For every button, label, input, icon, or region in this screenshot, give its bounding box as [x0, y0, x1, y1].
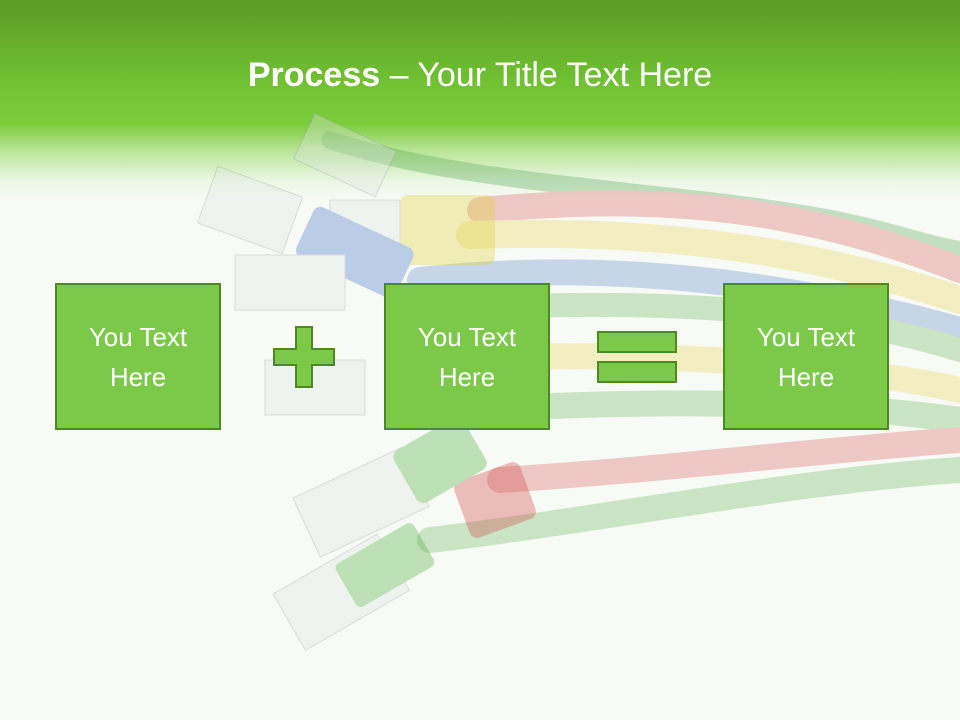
title-dash: –: [380, 56, 418, 94]
header-band: [0, 0, 960, 200]
text-box-3[interactable]: You Text Here: [723, 283, 889, 430]
plus-icon: [273, 326, 335, 388]
text-box-3-line1: You Text: [756, 321, 856, 352]
equals-icon: [597, 331, 677, 383]
title-bold: Process: [247, 56, 381, 94]
text-box-1-line1: You Text: [88, 321, 188, 352]
text-box-2-line1: You Text: [417, 321, 517, 352]
text-box-1-line2: Here: [109, 361, 167, 392]
text-box-1-label: You Text Here: [73, 317, 203, 397]
text-box-2-label: You Text Here: [402, 317, 532, 397]
text-box-3-label: You Text Here: [741, 317, 871, 397]
title-rest: Your Title Text Here: [417, 56, 713, 94]
text-box-2[interactable]: You Text Here: [384, 283, 550, 430]
slide-title: Process – Your Title Text Here: [0, 54, 960, 96]
text-box-2-line2: Here: [438, 361, 496, 392]
text-box-1[interactable]: You Text Here: [55, 283, 221, 430]
text-box-3-line2: Here: [777, 361, 835, 392]
